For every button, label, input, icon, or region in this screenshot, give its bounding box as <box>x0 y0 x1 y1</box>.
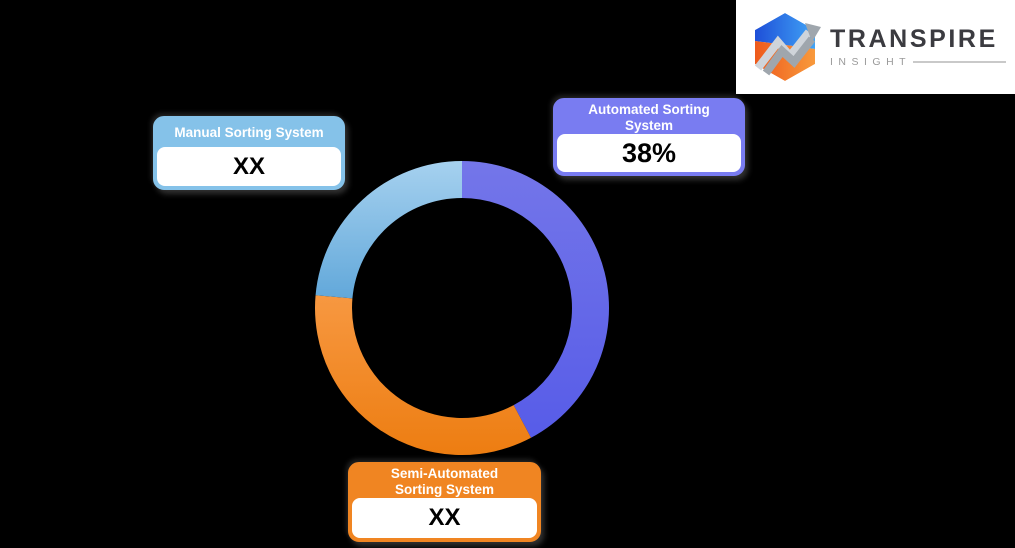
donut-segment-manual <box>315 161 462 299</box>
brand-logo-card: TRANSPIRE INSIGHT <box>736 0 1015 94</box>
callout-title: Semi-Automated Sorting System <box>351 465 538 498</box>
brand-text-block: TRANSPIRE INSIGHT <box>830 26 1006 68</box>
callout-title-text: Semi-Automated Sorting System <box>390 466 499 497</box>
callout-body: XX <box>352 498 537 538</box>
brand-subtitle: INSIGHT <box>830 56 912 68</box>
brand-underline <box>913 61 1006 63</box>
callout-value: XX <box>232 152 265 180</box>
callout-manual-sorting-system: Manual Sorting System XX <box>153 116 345 190</box>
donut-chart <box>315 161 609 455</box>
callout-title-text: Automated Sorting System <box>588 102 710 133</box>
callout-title: Automated Sorting System <box>556 101 742 134</box>
callout-body: XX <box>157 147 341 186</box>
callout-title-text: Manual Sorting System <box>174 125 324 141</box>
donut-segment-semi <box>315 295 532 455</box>
callout-body: 38% <box>557 134 741 172</box>
callout-automated-sorting-system: Automated Sorting System 38% <box>553 98 745 176</box>
brand-sub-row: INSIGHT <box>830 56 1006 68</box>
donut-segment-automated <box>462 161 609 438</box>
callout-value: 38% <box>621 137 677 168</box>
transpire-hexagon-arrow-icon <box>754 13 821 81</box>
callout-value: XX <box>428 504 461 531</box>
brand-name: TRANSPIRE <box>830 25 998 53</box>
callout-title: Manual Sorting System <box>156 119 342 147</box>
callout-semi-automated-sorting-system: Semi-Automated Sorting System XX <box>348 462 541 542</box>
